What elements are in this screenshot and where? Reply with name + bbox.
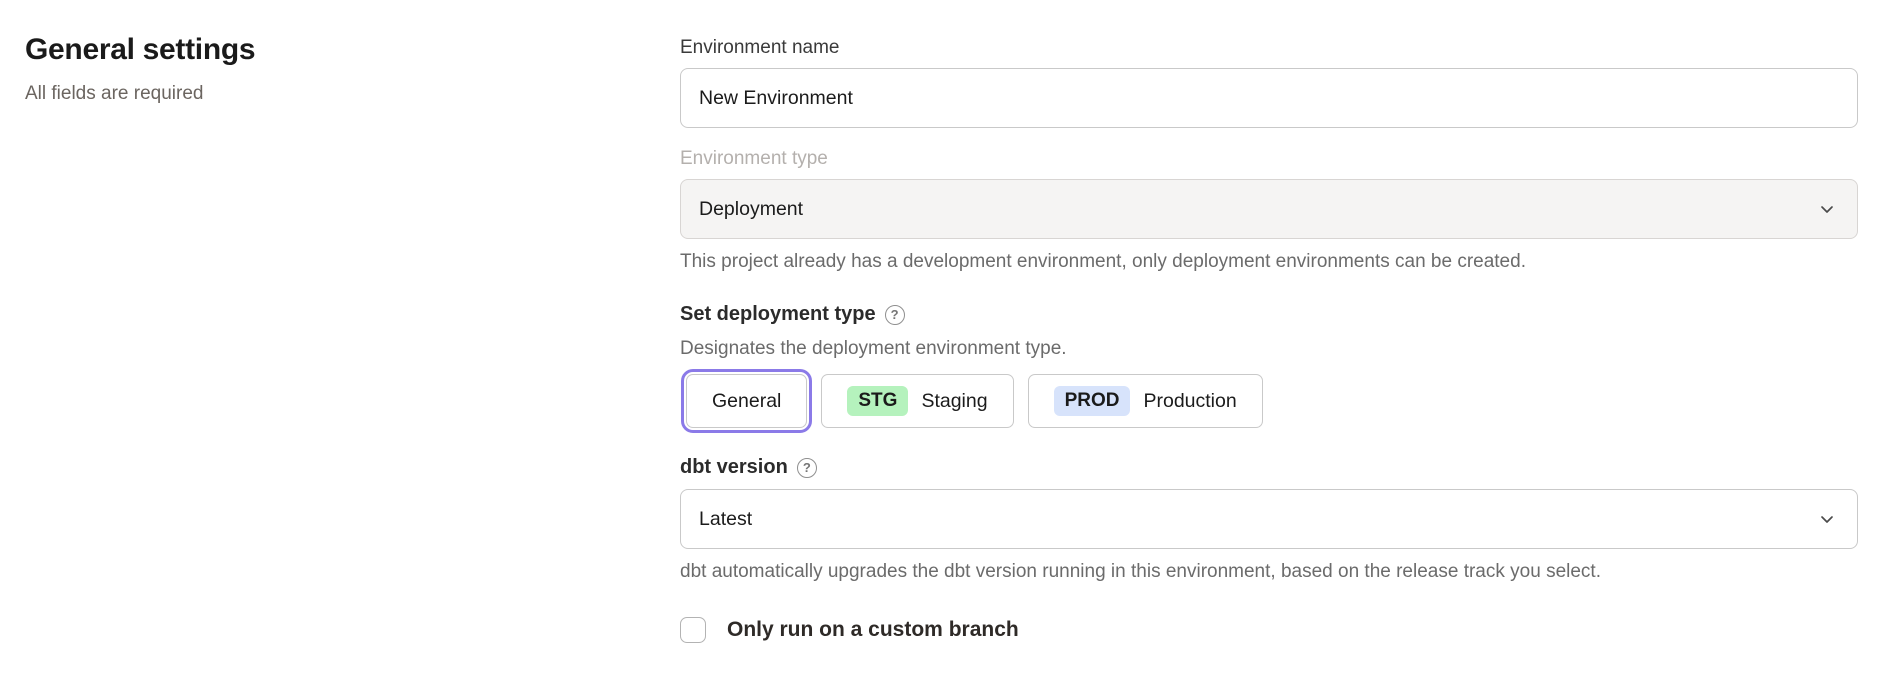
staging-badge: STG bbox=[847, 386, 909, 416]
settings-form: Environment name Environment type Deploy… bbox=[680, 33, 1858, 643]
page-title: General settings bbox=[25, 33, 256, 66]
deployment-type-label: Set deployment type bbox=[680, 303, 876, 325]
environment-name-label: Environment name bbox=[680, 37, 840, 58]
dbt-version-select[interactable]: Latest bbox=[680, 489, 1858, 549]
deployment-type-section: Set deployment type ? bbox=[680, 303, 1858, 326]
chevron-down-icon bbox=[1817, 509, 1837, 529]
dbt-version-helper: dbt automatically upgrades the dbt versi… bbox=[680, 561, 1601, 582]
dbt-version-value: Latest bbox=[699, 507, 753, 530]
dbt-version-label: dbt version bbox=[680, 456, 788, 478]
deployment-type-option-production[interactable]: PROD Production bbox=[1027, 374, 1263, 428]
custom-branch-checkbox[interactable] bbox=[680, 617, 706, 643]
environment-type-value: Deployment bbox=[699, 197, 804, 220]
custom-branch-row: Only run on a custom branch bbox=[680, 617, 1858, 643]
general-settings-page: General settings All fields are required… bbox=[25, 33, 1858, 643]
page-subtitle: All fields are required bbox=[25, 83, 204, 104]
question-circle-icon[interactable]: ? bbox=[796, 457, 817, 478]
deployment-type-options: General STG Staging PROD Production bbox=[680, 369, 1858, 433]
chevron-down-icon bbox=[1817, 199, 1837, 219]
custom-branch-label[interactable]: Only run on a custom branch bbox=[727, 618, 1019, 641]
environment-type-select[interactable]: Deployment bbox=[680, 179, 1858, 239]
production-badge: PROD bbox=[1053, 386, 1131, 416]
deployment-type-option-label: Production bbox=[1143, 389, 1237, 412]
deployment-type-description: Designates the deployment environment ty… bbox=[680, 338, 1067, 359]
deployment-type-option-general[interactable]: General bbox=[680, 369, 813, 433]
environment-type-label: Environment type bbox=[680, 148, 828, 169]
environment-name-input[interactable] bbox=[680, 68, 1858, 128]
question-circle-icon[interactable]: ? bbox=[884, 304, 905, 325]
environment-type-helper: This project already has a development e… bbox=[680, 251, 1526, 272]
deployment-type-option-label: General bbox=[712, 389, 782, 412]
deployment-type-option-staging[interactable]: STG Staging bbox=[821, 374, 1014, 428]
dbt-version-section: dbt version ? bbox=[680, 456, 1858, 479]
settings-header: General settings All fields are required bbox=[25, 33, 680, 643]
deployment-type-option-label: Staging bbox=[921, 389, 988, 412]
